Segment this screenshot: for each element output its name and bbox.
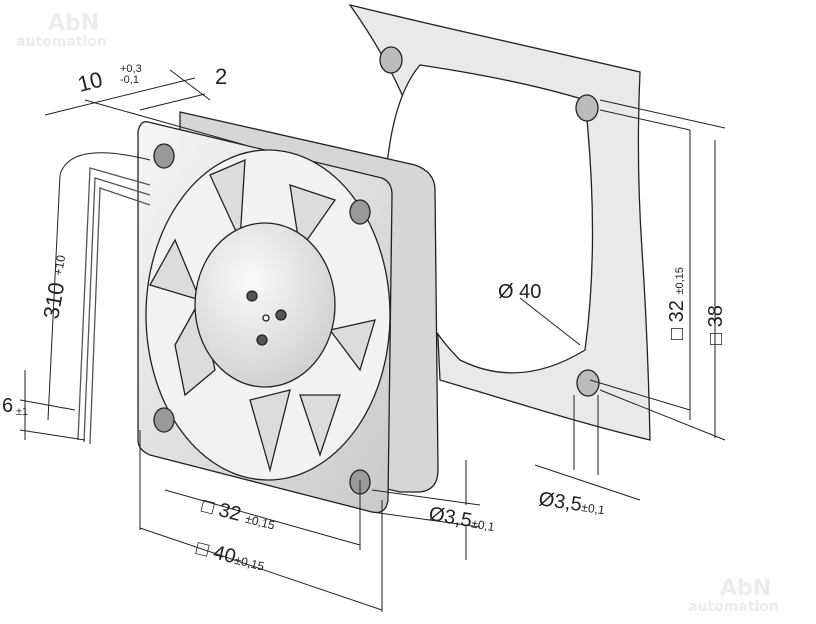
- svg-text:-0,1: -0,1: [120, 74, 139, 86]
- dim-frame-size: □ 40±0,15: [194, 537, 267, 575]
- watermark-bottom: AbN automation: [688, 576, 779, 615]
- svg-text:AbN: AbN: [48, 11, 99, 36]
- svg-text:10: 10: [75, 67, 105, 97]
- svg-text:AbN: AbN: [720, 576, 771, 601]
- svg-text:□ 38: □ 38: [705, 305, 727, 345]
- svg-text:6: 6: [2, 395, 13, 417]
- svg-text:310: 310: [38, 280, 69, 321]
- svg-text:±1: ±1: [16, 406, 28, 418]
- svg-text:+0,3: +0,3: [120, 63, 142, 75]
- svg-text:□ 32 ±0,15: □ 32 ±0,15: [666, 267, 688, 340]
- dim-lead-strip: 6 ±1: [2, 395, 28, 418]
- svg-text:+10: +10: [51, 254, 68, 277]
- dim-flange: 2: [215, 64, 227, 89]
- svg-text:□ 40±0,15: □ 40±0,15: [194, 537, 267, 575]
- dim-opening-dia: Ø 40: [498, 281, 541, 303]
- svg-text:□ 32 ±0,15: □ 32 ±0,15: [199, 495, 278, 535]
- dim-hole-pitch-front: □ 32 ±0,15: [199, 495, 278, 535]
- svg-text:automation: automation: [16, 34, 107, 50]
- dim-gasket-pitch: □ 32 ±0,15: [666, 267, 688, 340]
- svg-text:Ø3,5±0,1: Ø3,5±0,1: [537, 488, 606, 519]
- svg-text:Ø3,5±0,1: Ø3,5±0,1: [427, 503, 497, 536]
- dimension-lines: [19, 69, 726, 612]
- dim-gasket-size: □ 38: [705, 305, 727, 345]
- dim-lead-length: 310 +10: [38, 254, 69, 321]
- dim-hole-dia-gasket: Ø3,5±0,1: [537, 488, 606, 519]
- dim-hole-dia-front: Ø3,5±0,1: [427, 503, 497, 536]
- gasket: [348, 3, 651, 441]
- fan: [77, 111, 439, 514]
- dim-depth: 10 +0,3 -0,1: [75, 63, 142, 97]
- watermark-top: AbN automation: [16, 11, 107, 50]
- svg-text:automation: automation: [688, 599, 779, 615]
